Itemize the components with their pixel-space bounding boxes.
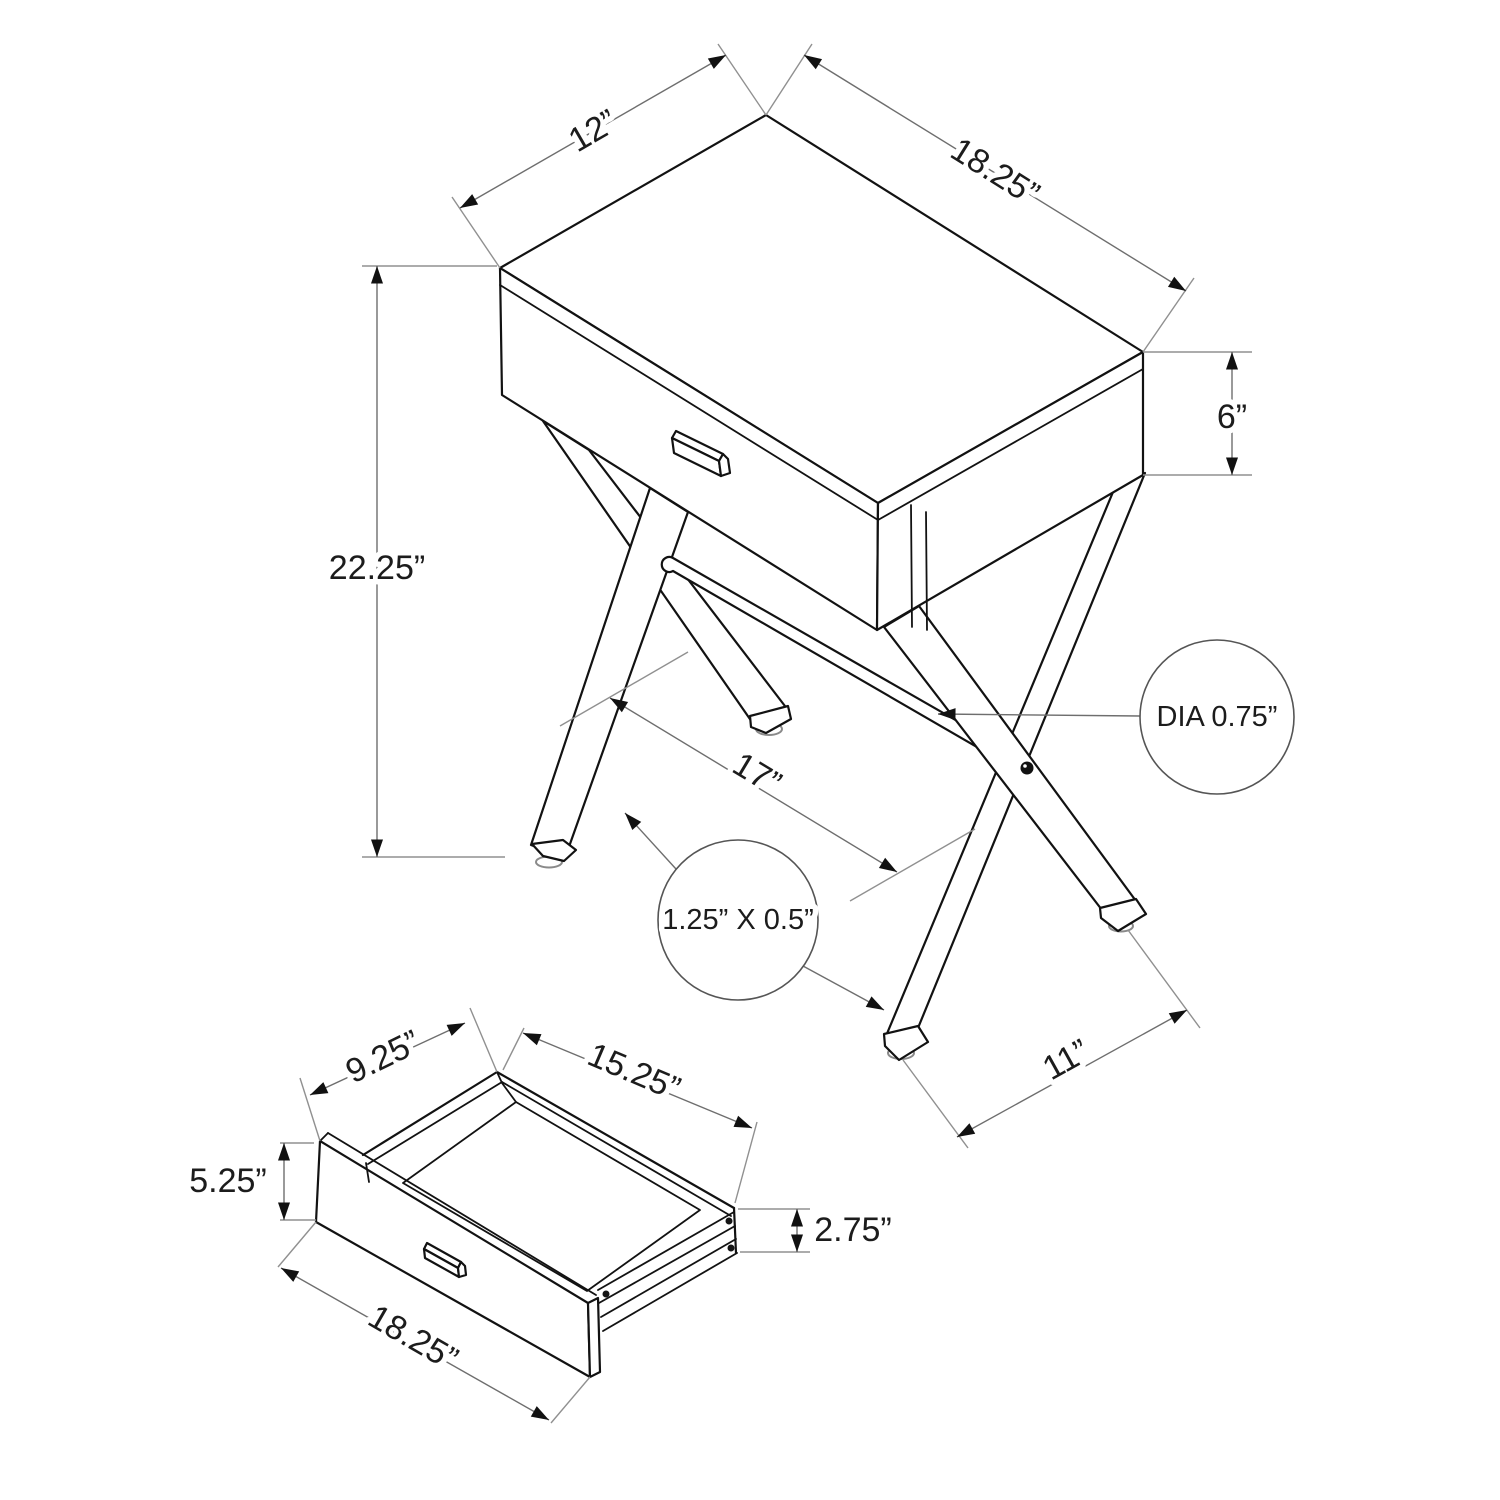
foot-front-left	[530, 838, 578, 863]
dimension-apron-height: 6”	[1143, 351, 1253, 476]
extension-line	[299, 1077, 321, 1142]
callout-stretcher-diameter: DIA 0.75”	[937, 639, 1295, 795]
extension-line	[469, 1007, 498, 1073]
leader-line	[937, 708, 1141, 721]
dimension-line	[309, 1022, 466, 1096]
panel-left-cap	[319, 1132, 329, 1142]
callout-label-leg-section: 1.25” X 0.5”	[662, 904, 814, 936]
extension-line	[277, 1221, 317, 1268]
drawer-slide-rails	[597, 1211, 738, 1332]
rail-screw	[602, 1290, 610, 1298]
tabletop-edge-right	[877, 368, 1144, 521]
rail-screw	[727, 1244, 735, 1252]
left-wall-inner-top	[367, 1081, 503, 1165]
dimension-line	[609, 697, 898, 873]
callout-label-stretcher-diameter: DIA 0.75”	[1157, 701, 1278, 733]
panel-top-inner-edge	[327, 1132, 597, 1296]
dimension-line	[280, 1267, 550, 1421]
extension-line	[717, 43, 767, 116]
drawer-end-gap-line-2	[925, 511, 928, 631]
extension-line	[550, 1376, 591, 1424]
interior-back-left-corner	[501, 1082, 517, 1103]
foot-front-right	[882, 1024, 930, 1062]
extension-line	[1127, 929, 1201, 1029]
dimension-line	[956, 1009, 1188, 1138]
leader-line	[802, 965, 885, 1011]
stretcher-bolt	[1020, 761, 1034, 775]
handle-end-face	[717, 452, 732, 478]
assembled-table-view: 12” 18.25” 6” 22.25” 17”	[323, 43, 1295, 1149]
dimension-line	[803, 54, 1187, 292]
x-frame-right	[660, 471, 1148, 1062]
stretcher-bolt-highlight	[1023, 764, 1027, 768]
tabletop-edge-front	[499, 284, 879, 521]
back-corner-edge	[496, 1071, 503, 1084]
interior-front-left-corner	[365, 1162, 370, 1183]
foot-back-right	[1098, 897, 1148, 933]
rail-line	[597, 1211, 735, 1291]
drawer-floor	[402, 1101, 701, 1292]
dimension-overall-height: 22.25”	[323, 265, 505, 858]
dim-label-drawer-box-height: 2.75”	[814, 1211, 892, 1249]
extension-line	[451, 196, 501, 269]
dimension-drawer-box-height: 2.75”	[738, 1206, 897, 1255]
callout-leg-section: 1.25” X 0.5”	[624, 812, 885, 1011]
dimension-line	[459, 54, 727, 209]
dim-label-overall-height: 22.25”	[329, 549, 425, 587]
drawer-end-gap-line-1	[910, 504, 913, 628]
drawer-handle	[670, 429, 732, 478]
extension-line	[502, 1027, 525, 1071]
extension-line	[559, 651, 689, 727]
handle-end-face	[456, 1260, 468, 1279]
stretcher-bar	[660, 555, 1029, 778]
rail-line	[600, 1238, 737, 1318]
rail-line	[602, 1252, 738, 1332]
extension-line	[734, 1121, 758, 1204]
dim-label-drawer-front-height: 5.25”	[189, 1162, 267, 1200]
callout-circle	[657, 839, 819, 1001]
right-end-cap-edge	[732, 1206, 738, 1255]
dim-label-apron-height: 6”	[1217, 398, 1247, 436]
panel-right-end-cap	[586, 1296, 602, 1379]
left-wall-outer-top	[361, 1070, 499, 1157]
dimension-line	[522, 1032, 753, 1129]
extension-line	[849, 828, 976, 902]
rail-screw	[725, 1217, 733, 1225]
rail-line	[598, 1225, 736, 1304]
dimension-drawer-front-height: 5.25”	[184, 1142, 316, 1221]
callout-circle	[1139, 639, 1295, 795]
leader-line	[624, 812, 677, 870]
